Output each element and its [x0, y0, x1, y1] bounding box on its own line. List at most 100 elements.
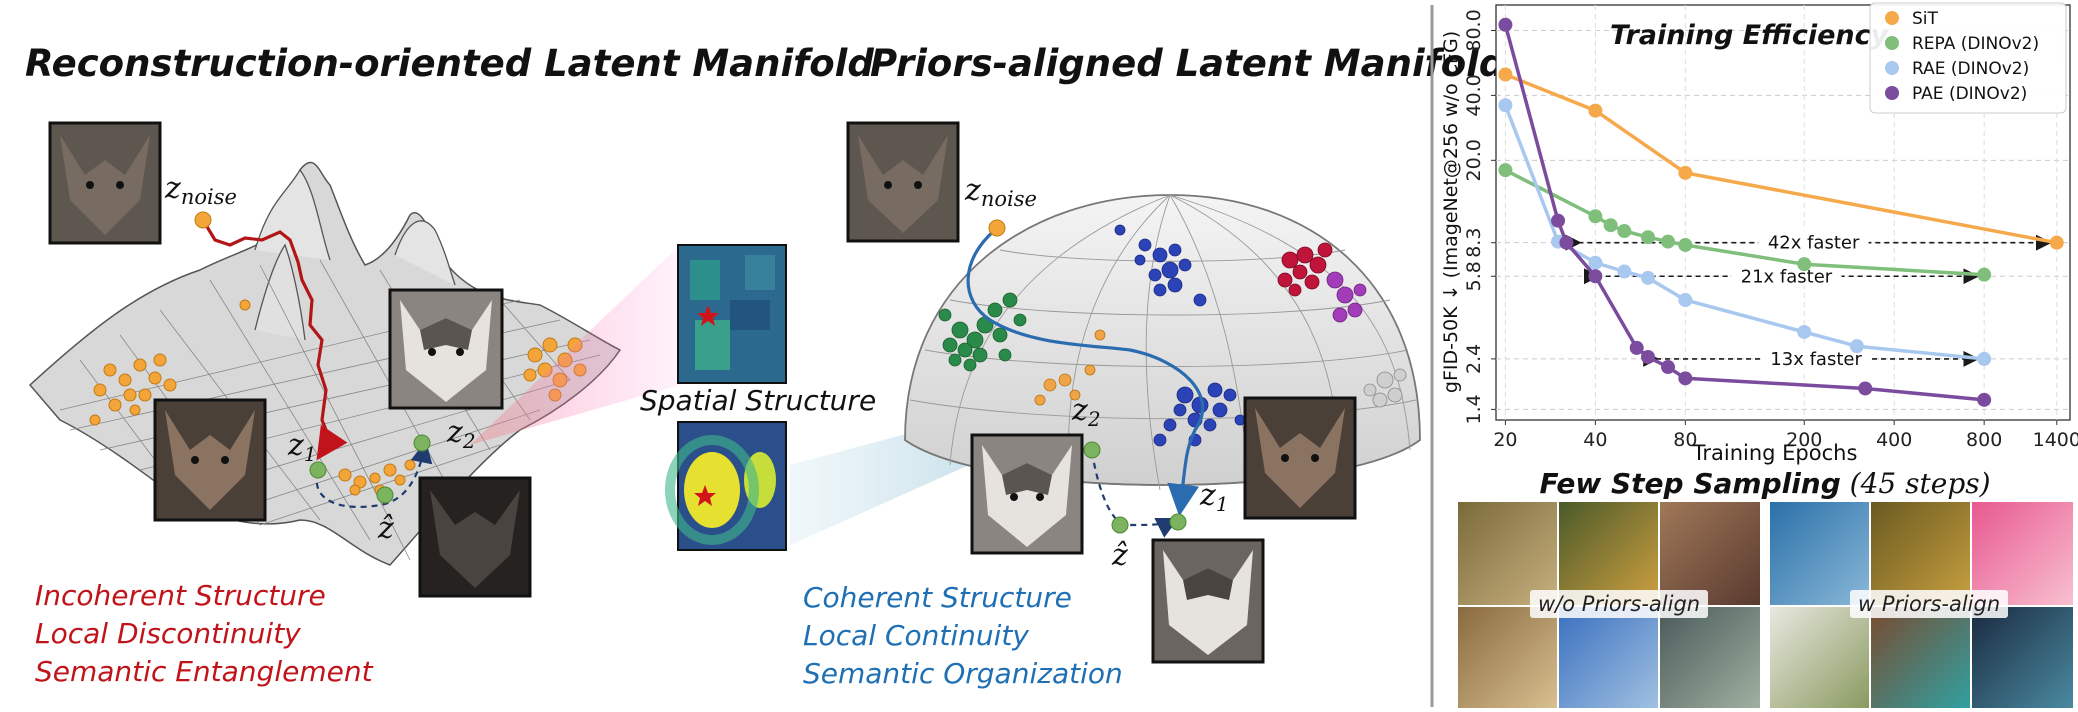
- series-point: [2049, 235, 2064, 250]
- series-point: [1977, 392, 1992, 407]
- gray-cluster: [1363, 368, 1407, 408]
- sample-image: [1559, 607, 1658, 708]
- samples-with-prior: w Priors-align: [1770, 502, 2073, 708]
- y-tick-label: 5.8: [1463, 261, 1485, 291]
- legend-label: SiT: [1912, 9, 1939, 29]
- few-step-sampling: Few Step Sampling (45 steps): [1539, 467, 1990, 500]
- legend-marker: [1885, 11, 1899, 25]
- series-point: [1678, 293, 1693, 308]
- series-point: [1617, 224, 1632, 239]
- x-tick-label: 80: [1673, 429, 1697, 451]
- sample-image: [1458, 607, 1557, 708]
- sample-image: [1871, 502, 1970, 605]
- series-point: [1588, 269, 1603, 284]
- husky-image-right: [970, 433, 1084, 555]
- noisy-dog-image-right: [846, 121, 960, 243]
- series-point: [1588, 255, 1603, 270]
- samples-without-prior: w/o Priors-align: [1458, 502, 1760, 708]
- series-line: [1503, 24, 1985, 402]
- crimson-cluster: [1277, 242, 1333, 297]
- sample-image: [1660, 607, 1760, 708]
- z-noise-point-left: [194, 211, 212, 229]
- series-point: [1640, 230, 1655, 245]
- series-line: [1504, 72, 2058, 245]
- series-point: [1797, 324, 1812, 339]
- noisy-dog-image-left: [48, 121, 162, 245]
- dark-dog-image-left: [418, 476, 532, 598]
- zhat-point-left: [376, 486, 394, 504]
- z-noise-label-left: znoise: [164, 171, 237, 209]
- left-title: Reconstruction-oriented Latent Manifold: [25, 42, 874, 85]
- z2-point-right: [1083, 441, 1101, 459]
- spatial-structure-label: Spatial Structure: [640, 384, 876, 417]
- smooth-trajectory: [966, 228, 1205, 517]
- y-tick-label: 1.4: [1463, 394, 1485, 424]
- z2-label-left: z2: [446, 415, 476, 453]
- series-point: [1640, 349, 1655, 364]
- legend-marker: [1885, 61, 1899, 75]
- y-tick-label: 8.3: [1463, 228, 1485, 258]
- speedup-label: 21x faster: [1741, 266, 1833, 287]
- legend-label: RAE (DINOv2): [1912, 59, 2029, 79]
- series-point: [1661, 360, 1676, 375]
- sample-image: [1660, 502, 1760, 605]
- chart-ylabel: gFID-50K ↓ (ImageNet@256 w/o CFG): [1440, 31, 1462, 393]
- speedup-label-bg: [1761, 346, 1872, 369]
- speedup-label: 13x faster: [1770, 349, 1862, 370]
- orange-cluster-left: [89, 353, 177, 426]
- x-tick-label: 20: [1493, 429, 1517, 451]
- y-tick-label: 80.0: [1463, 9, 1485, 51]
- chart-legend: SiT REPA (DINOv2) RAE (DINOv2) PAE (DINOv2): [1869, 2, 2067, 114]
- husky-generated-image-right: [1151, 538, 1265, 664]
- left-panel: Reconstruction-oriented Latent Manifold: [25, 42, 874, 688]
- series-point: [1559, 235, 1574, 250]
- series-point: [1858, 381, 1873, 396]
- noise-trajectory: [201, 219, 348, 461]
- with-prior-label: w Priors-align: [1850, 590, 2009, 618]
- speedup-label-bg: [1758, 230, 1869, 253]
- right-title: Priors-aligned Latent Manifold: [870, 42, 1506, 85]
- series-point: [1498, 17, 1513, 32]
- note-semantic-entanglement: Semantic Entanglement: [35, 655, 374, 688]
- sample-image: [1972, 502, 2073, 605]
- speedup-label-bg: [1731, 264, 1842, 287]
- orange-cluster-dome: [1034, 329, 1106, 406]
- chart-xlabel: Training Epochs: [1692, 441, 1858, 465]
- legend-label: REPA (DINOv2): [1912, 34, 2039, 54]
- y-tick-label: 2.4: [1463, 344, 1485, 374]
- series-point: [1977, 351, 1992, 366]
- series-point: [1588, 209, 1603, 224]
- series-point: [1849, 339, 1864, 354]
- legend-label: PAE (DINOv2): [1912, 84, 2027, 104]
- x-tick-label: 200: [1786, 429, 1822, 451]
- sampling-title: Few Step Sampling (45 steps): [1539, 467, 1990, 500]
- z1-label-right: z1: [1199, 478, 1229, 516]
- series-point: [1629, 340, 1644, 355]
- sample-image: [1972, 607, 2073, 708]
- zhat-label-right: ẑ: [1111, 538, 1128, 573]
- sample-image: [1770, 607, 1869, 708]
- zhat-label-left: ẑ: [377, 511, 394, 546]
- dashed-path-right: [1090, 451, 1179, 538]
- note-local-continuity: Local Continuity: [803, 619, 1029, 652]
- series-point: [1603, 218, 1618, 233]
- note-semantic-organization: Semantic Organization: [803, 657, 1123, 690]
- note-local-discontinuity: Local Discontinuity: [35, 617, 301, 650]
- z2-point-left: [413, 434, 431, 452]
- legend-marker: [1885, 36, 1899, 50]
- series-point: [1640, 270, 1655, 285]
- feature-map-bottom: [665, 421, 787, 551]
- series-point: [1678, 237, 1693, 252]
- sample-image: [1559, 502, 1658, 605]
- y-tick-label: 40.0: [1463, 74, 1485, 116]
- magenta-cluster: [1326, 271, 1367, 323]
- red-beam: [470, 245, 680, 445]
- series-point: [1617, 264, 1632, 279]
- series-point: [1797, 257, 1812, 272]
- series-point: [1551, 213, 1566, 228]
- z-noise-point-right: [988, 219, 1006, 237]
- husky-image-left: [388, 288, 504, 410]
- x-tick-label: 800: [1966, 429, 2002, 451]
- sample-image: [1770, 502, 1869, 605]
